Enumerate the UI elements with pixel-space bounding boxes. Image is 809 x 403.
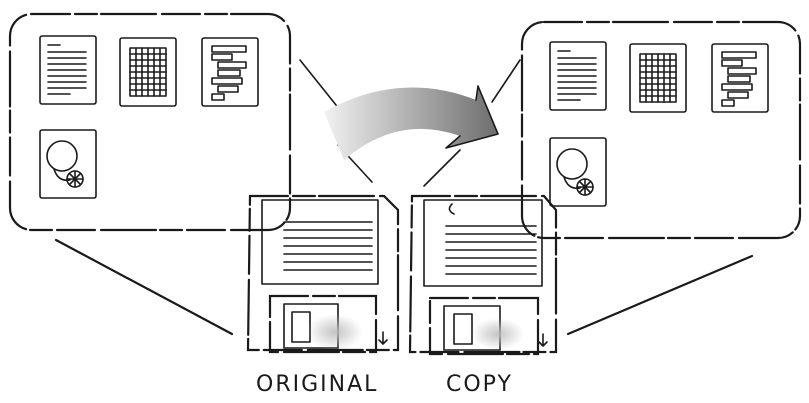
copy-floppy-disk xyxy=(410,196,556,354)
copy-disk-window xyxy=(522,22,800,238)
paint-application-icon xyxy=(40,130,96,198)
copy-arrow xyxy=(324,86,498,160)
outline-document-icon xyxy=(712,44,768,112)
original-floppy-disk xyxy=(248,196,398,352)
text-document-icon xyxy=(550,42,606,110)
spreadsheet-icon xyxy=(630,44,686,112)
text-document-icon xyxy=(40,36,96,104)
spreadsheet-icon xyxy=(120,38,176,106)
paint-application-icon xyxy=(550,138,606,206)
copy-label: COPY xyxy=(446,372,513,397)
original-label: ORIGINAL xyxy=(256,372,378,397)
outline-document-icon xyxy=(202,38,258,106)
original-disk-window xyxy=(10,14,290,230)
